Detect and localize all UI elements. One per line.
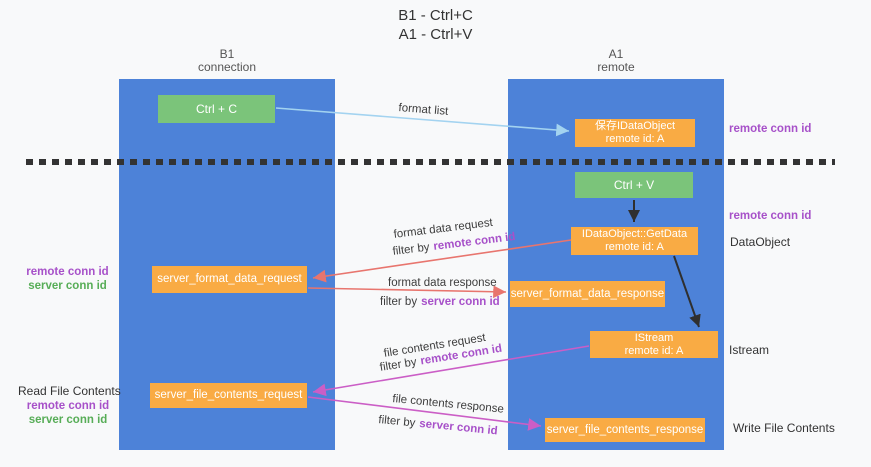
- node-istream-line1: IStream: [634, 332, 674, 344]
- dataobject-label: DataObject: [730, 235, 791, 249]
- node-server-file-contents-response: server_file_contents_response: [545, 418, 705, 442]
- node-save-dataobject-line1: 保存IDataObject: [594, 120, 676, 132]
- flow-label-format-list: format list: [398, 102, 449, 118]
- lifeline-left-role: connection: [197, 60, 257, 74]
- right-remote-conn-id-label-1: remote conn id: [729, 123, 812, 135]
- left-server-conn-id-label-2: server conn id: [28, 414, 108, 426]
- node-save-dataobject-line2: remote id: A: [605, 133, 665, 145]
- node-istream: IStream remote id: A: [590, 331, 718, 358]
- diagram-title: B1 - Ctrl+C A1 - Ctrl+V: [0, 6, 871, 44]
- left-read-file-group: Read File Contents remote conn id server…: [18, 383, 121, 427]
- flow-label-format-data-response: format data response: [388, 277, 497, 289]
- title-line-1: B1 - Ctrl+C: [398, 7, 473, 24]
- read-file-contents-label: Read File Contents: [18, 384, 121, 398]
- left-remote-conn-id-label-2: remote conn id: [26, 400, 110, 412]
- istream-label: Istream: [729, 343, 770, 357]
- right-remote-conn-id-label-2: remote conn id: [729, 210, 812, 222]
- node-idataobject-getdata-line1: IDataObject::GetData: [581, 228, 688, 240]
- node-save-dataobject: 保存IDataObject remote id: A: [575, 119, 695, 147]
- lifeline-left-name: B1: [219, 47, 235, 61]
- left-remote-conn-id-label: remote conn id: [26, 266, 109, 278]
- left-conn-ids-group-1: remote conn id server conn id: [20, 265, 115, 293]
- node-istream-line2: remote id: A: [624, 345, 684, 357]
- node-ctrl-c: Ctrl + C: [158, 95, 275, 123]
- node-server-file-contents-request: server_file_contents_request: [150, 383, 307, 408]
- lifeline-right-header: A1 remote: [508, 48, 724, 74]
- lifeline-right-name: A1: [608, 47, 624, 61]
- title-line-2: A1 - Ctrl+V: [398, 26, 473, 43]
- left-server-conn-id-label: server conn id: [28, 280, 107, 292]
- node-server-format-data-response: server_format_data_response: [510, 281, 665, 307]
- flow-label-file-contents-response: file contents response: [391, 393, 505, 416]
- node-idataobject-getdata-line2: remote id: A: [605, 241, 664, 253]
- lifeline-right-role: remote: [597, 60, 635, 74]
- write-file-contents-label: Write File Contents: [733, 421, 835, 435]
- node-server-format-data-request: server_format_data_request: [152, 266, 307, 293]
- lifeline-left-header: B1 connection: [119, 48, 335, 74]
- node-idataobject-getdata: IDataObject::GetData remote id: A: [571, 227, 698, 255]
- node-ctrl-v: Ctrl + V: [575, 172, 693, 198]
